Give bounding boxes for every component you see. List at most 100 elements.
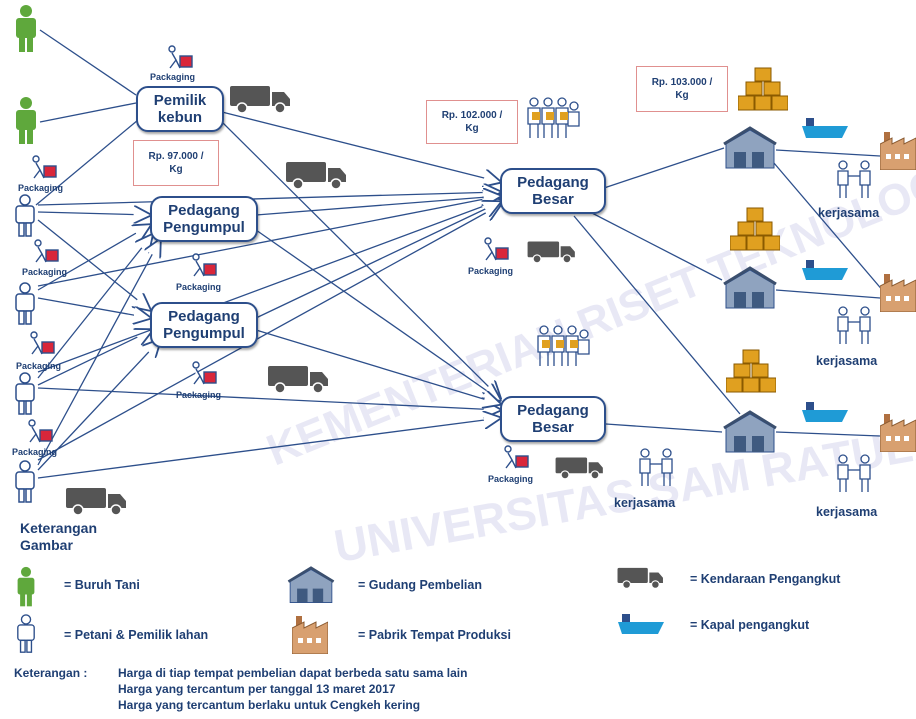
price-97000-amount: Rp. 97.000 /	[148, 151, 204, 162]
node-besar-2-line2: Besar	[532, 419, 574, 436]
handshake-icon	[837, 306, 871, 344]
link-petani1-besar1	[37, 192, 500, 206]
price-102000-unit: Kg	[465, 123, 479, 134]
link-pengumpul1-besar2	[255, 229, 500, 400]
note-line-3: Harga yang tercantum berlaku untuk Cengk…	[118, 698, 421, 712]
node-pedagang-besar-1: Pedagang Besar	[500, 168, 606, 214]
workers-group-icon	[527, 97, 580, 138]
price-97000-unit: Kg	[169, 164, 183, 175]
link-petani4-pengumpul1	[37, 240, 160, 466]
link-petani4-besar2	[37, 418, 500, 479]
link-besar1-gudang2	[589, 211, 723, 281]
packaging-icon	[192, 253, 217, 277]
crate-stack-icon	[738, 67, 788, 111]
link-gudang1-pabrik1	[775, 149, 881, 157]
note-line-1: Harga di tiap tempat pembelian dapat ber…	[118, 666, 468, 680]
packaging-label: Packaging	[22, 267, 68, 277]
link-petani1-pemilik	[35, 119, 139, 206]
truck-icon	[527, 241, 575, 264]
node-pengumpul-1-line1: Pedagang	[168, 202, 240, 219]
packaging-label: Packaging	[18, 183, 64, 193]
node-pengumpul-1-line2: Pengumpul	[163, 219, 245, 236]
legend-heading-line1: Keterangan	[20, 520, 98, 536]
legend-petani: = Petani & Pemilik lahan	[64, 628, 209, 642]
legend-factory-icon	[292, 616, 328, 654]
node-besar-2-line1: Pedagang	[517, 402, 589, 419]
handshake-icon	[837, 160, 871, 198]
node-besar-1-line2: Besar	[532, 191, 574, 208]
packaging-icon	[34, 239, 59, 263]
price-103000-amount: Rp. 103.000 /	[651, 77, 713, 88]
warehouse-icon	[723, 266, 777, 309]
petani-icon	[15, 282, 35, 325]
link-petani2-pengumpul1	[37, 225, 150, 291]
ship-icon	[802, 118, 848, 138]
buruh-tani-icon	[16, 97, 36, 144]
link-besar2-gudang3	[605, 423, 723, 433]
node-besar-1-line1: Pedagang	[517, 174, 589, 191]
kerjasama-label: kerjasama	[818, 206, 880, 220]
handshake-icon	[639, 448, 673, 486]
legend-pabrik: = Pabrik Tempat Produksi	[358, 628, 511, 642]
legend-kendaraan: = Kendaraan Pengangkut	[690, 572, 841, 586]
price-102000-amount: Rp. 102.000 /	[441, 110, 503, 121]
link-petani3-pengumpul2	[37, 330, 152, 386]
crate-stack-icon	[726, 349, 776, 393]
legend-petani-icon	[17, 614, 35, 653]
petani-icon	[15, 372, 35, 415]
buruh-tani-icon	[16, 5, 36, 52]
link-gudang3-pabrik3	[775, 431, 881, 437]
link-buruh1-pemilik	[39, 29, 137, 96]
link-petani3-pengumpul1	[37, 235, 152, 379]
factory-icon	[880, 132, 916, 170]
link-petani1-pengumpul1	[37, 212, 150, 215]
legend-buruh-tani: = Buruh Tani	[64, 578, 140, 592]
ship-icon	[802, 260, 848, 280]
packaging-label: Packaging	[150, 72, 196, 82]
truck-icon	[286, 162, 346, 190]
legend-ship-icon	[618, 614, 664, 634]
packaging-icon	[168, 45, 193, 69]
link-gudang2-pabrik2	[775, 289, 881, 299]
node-pengumpul-2-line1: Pedagang	[168, 308, 240, 325]
link-petani1-pengumpul2	[37, 219, 150, 310]
legend-kapal: = Kapal pengangkut	[690, 618, 810, 632]
truck-icon	[268, 366, 328, 394]
node-pengumpul-2-line2: Pengumpul	[163, 325, 245, 342]
kerjasama-label: kerjasama	[614, 496, 676, 510]
warehouse-icon	[723, 126, 777, 169]
packaging-label: Packaging	[468, 266, 514, 276]
price-box-97000: Rp. 97.000 / Kg	[133, 140, 219, 186]
workers-group-icon	[537, 325, 590, 366]
crate-stack-icon	[730, 207, 780, 251]
packaging-icon	[484, 237, 509, 261]
link-petani3-besar2	[37, 387, 500, 410]
node-pedagang-pengumpul-1: Pedagang Pengumpul	[150, 196, 258, 242]
ship-icon	[802, 402, 848, 422]
link-besar1-gudang1	[603, 147, 725, 189]
packaging-label: Packaging	[12, 447, 58, 457]
link-petani2-besar1	[37, 196, 500, 287]
link-pemilik-besar1	[221, 111, 500, 182]
notes-prefix: Keterangan :	[14, 666, 88, 680]
petani-icon	[15, 194, 35, 237]
kerjasama-label: kerjasama	[816, 505, 878, 519]
link-buruh2-pemilik	[39, 102, 137, 123]
price-box-102000: Rp. 102.000 / Kg	[426, 100, 518, 144]
node-pemilik-kebun-line1: Pemilik	[153, 92, 207, 109]
packaging-icon	[28, 419, 53, 443]
link-petani2-pengumpul2	[37, 297, 150, 318]
truck-icon	[66, 488, 126, 516]
packaging-label: Packaging	[488, 474, 534, 484]
node-pemilik-kebun: Pemilik kebun	[136, 86, 224, 132]
link-besar1-gudang3	[573, 215, 741, 415]
legend-truck-icon	[617, 567, 663, 589]
truck-icon	[555, 457, 603, 480]
factory-icon	[880, 414, 916, 452]
link-petani4-besar1	[37, 205, 500, 461]
node-pedagang-besar-2: Pedagang Besar	[500, 396, 606, 442]
price-103000-unit: Kg	[675, 90, 689, 101]
truck-icon	[230, 86, 290, 114]
